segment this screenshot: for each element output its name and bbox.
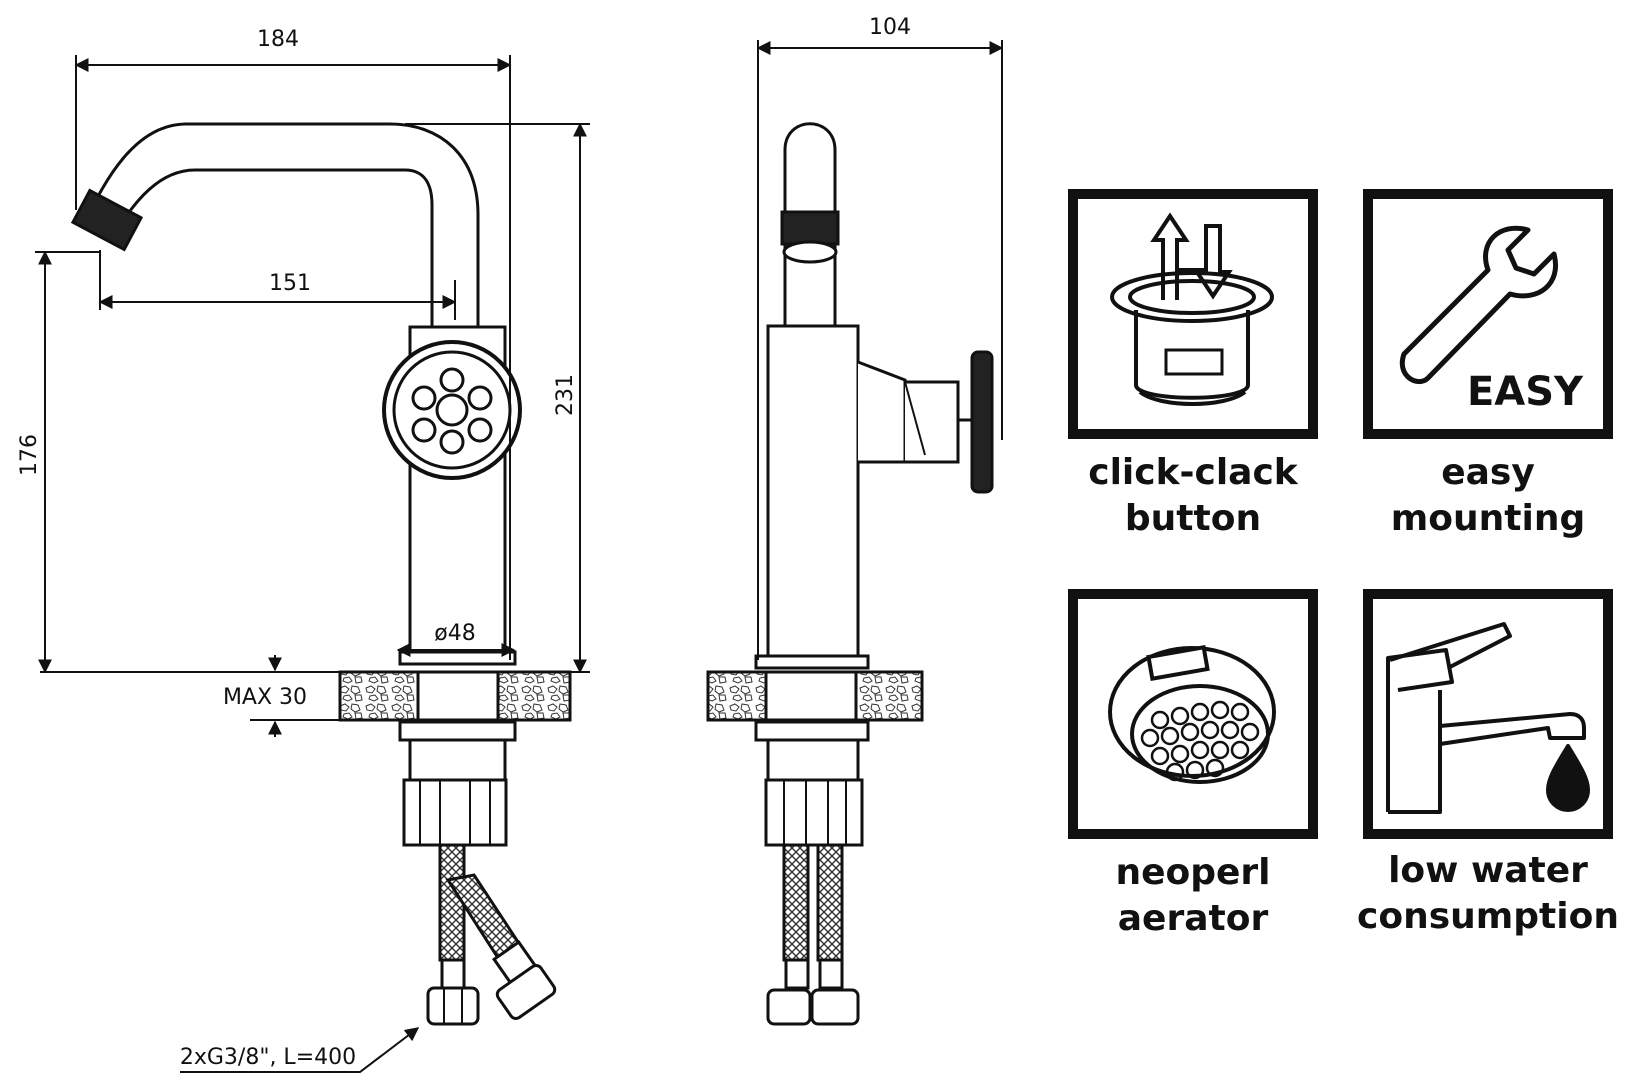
feature-easy-mounting: EASY [1363, 189, 1613, 439]
dim-hoses: 2xG3/8", L=400 [180, 1045, 356, 1070]
label-line-2: button [1124, 498, 1262, 539]
feature-click-clack [1068, 189, 1318, 439]
label-line-2: consumption [1357, 896, 1619, 937]
countertop-left [338, 670, 420, 722]
dim-spout-reach: 151 [269, 271, 311, 296]
label-line-1: easy [1441, 452, 1535, 493]
spout-outline [83, 122, 480, 330]
feature-label-click-clack: click-clack button [1043, 450, 1343, 542]
feature-low-water [1363, 589, 1613, 839]
countertop-right [496, 670, 572, 722]
easy-badge: EASY [1467, 369, 1584, 415]
label-line-2: aerator [1117, 898, 1269, 939]
dim-spout-height: 176 [17, 434, 42, 476]
side-aerator [780, 210, 840, 246]
dim-height-total: 231 [553, 374, 578, 416]
aerator-tip [70, 188, 144, 252]
side-hose-left [782, 843, 810, 962]
aerator-icon [1108, 644, 1276, 784]
label-line-1: low water [1388, 850, 1588, 891]
side-body [766, 324, 860, 660]
side-countertop-right [854, 670, 924, 722]
dim-base-diameter: ø48 [434, 621, 475, 646]
dim-max-counter: MAX 30 [223, 685, 307, 710]
feature-label-low-water: low water consumption [1338, 848, 1628, 940]
side-spout [783, 122, 837, 330]
side-handle [970, 350, 994, 494]
label-line-1: neoperl [1115, 852, 1271, 893]
side-countertop-left [706, 670, 768, 722]
side-dimensions [756, 40, 1004, 660]
water-drop [1546, 744, 1590, 812]
side-view [706, 122, 994, 1026]
dim-width-total: 184 [257, 27, 299, 52]
label-line-1: click-clack [1088, 452, 1298, 493]
front-dimension-labels: 184 151 231 176 ø48 MAX 30 2xG3/8", L=40… [17, 27, 578, 1070]
spout-inner [111, 168, 434, 330]
label-line-2: mounting [1390, 498, 1586, 539]
handle-wheel [382, 340, 522, 480]
dim-side-width: 104 [869, 15, 911, 40]
pop-up-drain-icon [1110, 212, 1274, 406]
wrench-icon [1399, 225, 1558, 385]
feature-label-neoperl: neoperl aerator [1043, 850, 1343, 942]
side-hose-right [816, 843, 844, 962]
front-view [70, 122, 572, 1026]
hose-left [438, 843, 466, 962]
faucet-drop-icon [1386, 622, 1590, 814]
feature-neoperl [1068, 589, 1318, 839]
feature-label-easy-mounting: easy mounting [1338, 450, 1628, 542]
front-dimensions [35, 55, 590, 1073]
